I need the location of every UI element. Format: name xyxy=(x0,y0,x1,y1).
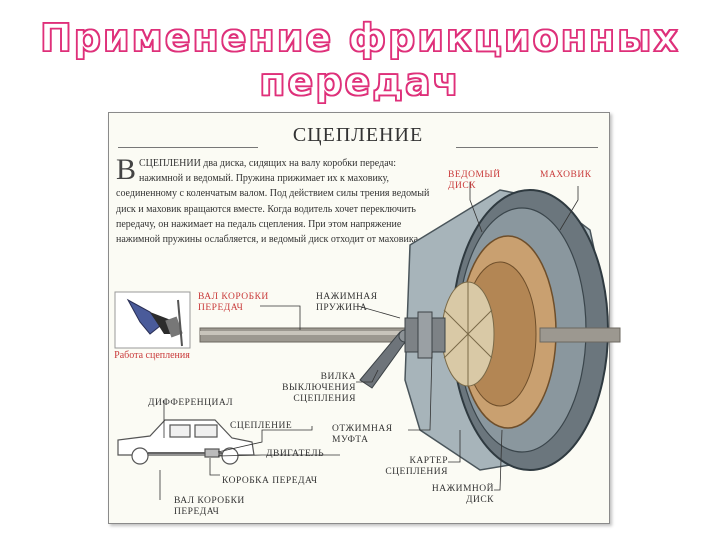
label-clutch-housing: КАРТЕР СЦЕПЛЕНИЯ xyxy=(385,456,448,477)
label-engine: ДВИГАТЕЛЬ xyxy=(266,449,325,459)
heading-rule-right xyxy=(456,147,598,148)
inset-caption: Работа сцепления xyxy=(114,350,190,361)
label-driven-disk: ВЕДОМЫЙ ДИСК xyxy=(448,170,501,191)
label-release-bearing: ОТЖИМНАЯ МУФТА xyxy=(332,424,393,445)
label-gearbox-shaft: ВАЛ КОРОБКИ ПЕРЕДАЧ xyxy=(198,292,269,313)
slide-title-line-2: передач xyxy=(258,59,461,105)
clutch-assembly-illustration xyxy=(199,189,621,471)
label-pressure-disk: НАЖИМНОЙ ДИСК xyxy=(431,484,494,505)
leader-lines xyxy=(159,182,579,500)
body-paragraph: СЦЕПЛЕНИИ два диска, сидящих на валу кор… xyxy=(116,158,430,246)
body-dropcap: В xyxy=(116,153,137,186)
figure-body-text: В СЦЕПЛЕНИИ два диска, сидящих на валу к… xyxy=(116,153,436,247)
label-flywheel: МАХОВИК xyxy=(540,170,592,180)
heading-rule-left xyxy=(118,147,258,148)
label-gearbox: КОРОБКА ПЕРЕДАЧ xyxy=(222,476,318,486)
label-pressure-spring: НАЖИМНАЯ ПРУЖИНА xyxy=(316,292,378,313)
label-gearbox-shaft-car: ВАЛ КОРОБКИ ПЕРЕДАЧ xyxy=(174,496,245,517)
slide-title-line-1: Применение фрикционных xyxy=(39,15,680,61)
car-outline xyxy=(117,419,255,465)
figure-heading: СЦЕПЛЕНИЕ xyxy=(292,124,424,146)
pedal-illustration xyxy=(114,291,191,349)
label-differential: ДИФФЕРЕНЦИАЛ xyxy=(148,398,234,408)
label-clutch: СЦЕПЛЕНИЕ xyxy=(230,421,293,431)
label-release-fork: ВИЛКА ВЫКЛЮЧЕНИЯ СЦЕПЛЕНИЯ xyxy=(282,372,356,404)
